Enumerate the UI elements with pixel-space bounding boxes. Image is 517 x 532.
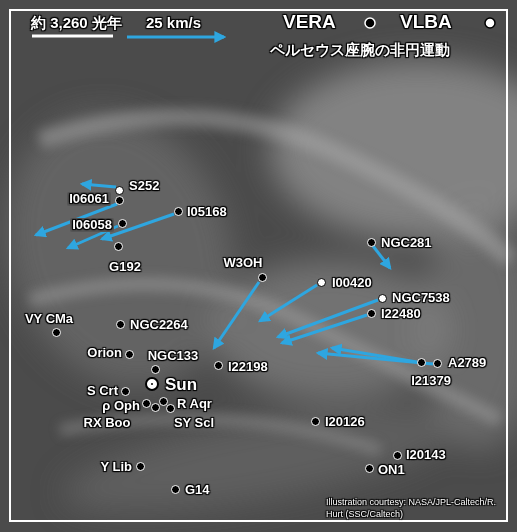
vera-source: ρ Oph [142, 399, 151, 408]
vera-source: I21379 [417, 358, 426, 367]
source-name: I22198 [228, 360, 268, 374]
source-name: I21379 [411, 374, 451, 388]
vera-source: NGC133 [151, 365, 160, 374]
source-name: S252 [129, 179, 159, 193]
source-name: A2789 [448, 356, 486, 370]
vlba-source: I00420 [317, 278, 326, 287]
vera-source: VY CMa [52, 328, 61, 337]
source-name: Orion [87, 346, 122, 360]
vera-source: I20126 [311, 417, 320, 426]
legend-label: VLBA [400, 11, 452, 33]
source-name: I20126 [325, 415, 365, 429]
vera-source: I22198 [214, 361, 223, 370]
vera-source: ON1 [365, 464, 374, 473]
source-name: ON1 [378, 463, 405, 477]
vera-symbol [365, 18, 375, 28]
source-name: NGC133 [148, 349, 199, 363]
vera-source: SY Scl [166, 404, 175, 413]
source-name: R Aqr [177, 397, 212, 411]
sun-symbol: Sun [145, 377, 159, 391]
source-name: S Crt [87, 384, 118, 398]
source-name: SY Scl [174, 416, 214, 430]
source-name: RX Boo [84, 416, 131, 430]
vera-source: A2789 [433, 359, 442, 368]
vera-source: I22480 [367, 309, 376, 318]
source-name: NGC281 [381, 236, 432, 250]
source-name: NGC7538 [392, 291, 450, 305]
vlba-source: NGC7538 [378, 294, 387, 303]
legend-label: VERA [283, 11, 336, 33]
velocity-scale-arrow [127, 36, 224, 39]
source-name: I22480 [381, 307, 421, 321]
vera-source: I06058 [118, 219, 127, 228]
vera-source: I05168 [174, 207, 183, 216]
proper-motion-arrows [36, 184, 433, 364]
source-name: G14 [185, 483, 210, 497]
source-name: I06058 [70, 218, 114, 232]
vera-source: W3OH [258, 273, 267, 282]
source-name: I05168 [187, 205, 227, 219]
spiral-arm-dust [30, 117, 510, 450]
vera-source: RX Boo [151, 403, 160, 412]
source-name: I06061 [67, 192, 111, 206]
credit-caption: Illustration courtesy: NASA/JPL-Caltech/… [326, 497, 514, 520]
vera-source: NGC281 [367, 238, 376, 247]
scale-length: 約 3,260 光年 [31, 14, 122, 31]
vlba-source: S252 [115, 186, 124, 195]
vera-source: Orion [125, 350, 134, 359]
source-name: NGC2264 [130, 318, 188, 332]
vera-source: Y Lib [136, 462, 145, 471]
vlba-symbol [485, 18, 495, 28]
vera-source: G192 [114, 242, 123, 251]
milky-way-glow [0, 60, 517, 532]
source-name: I00420 [332, 276, 372, 290]
map-title: ペルセウス座腕の非円運動 [270, 41, 450, 58]
scale-bar [32, 35, 113, 38]
vera-source: NGC2264 [116, 320, 125, 329]
source-name: VY CMa [25, 312, 73, 326]
source-name: Sun [165, 376, 197, 395]
vera-source: G14 [171, 485, 180, 494]
vera-source: S Crt [121, 387, 130, 396]
vera-source: I06061 [115, 196, 124, 205]
velocity-scale: 25 km/s [146, 14, 201, 31]
vera-source: I20143 [393, 451, 402, 460]
source-name: I20143 [406, 448, 446, 462]
vera-source: R Aqr [159, 397, 168, 406]
source-name: G192 [109, 260, 141, 274]
source-name: W3OH [224, 256, 263, 270]
frame [10, 10, 507, 521]
sun-center [151, 383, 153, 385]
source-name: ρ Oph [102, 399, 140, 413]
source-name: Y Lib [100, 460, 132, 474]
